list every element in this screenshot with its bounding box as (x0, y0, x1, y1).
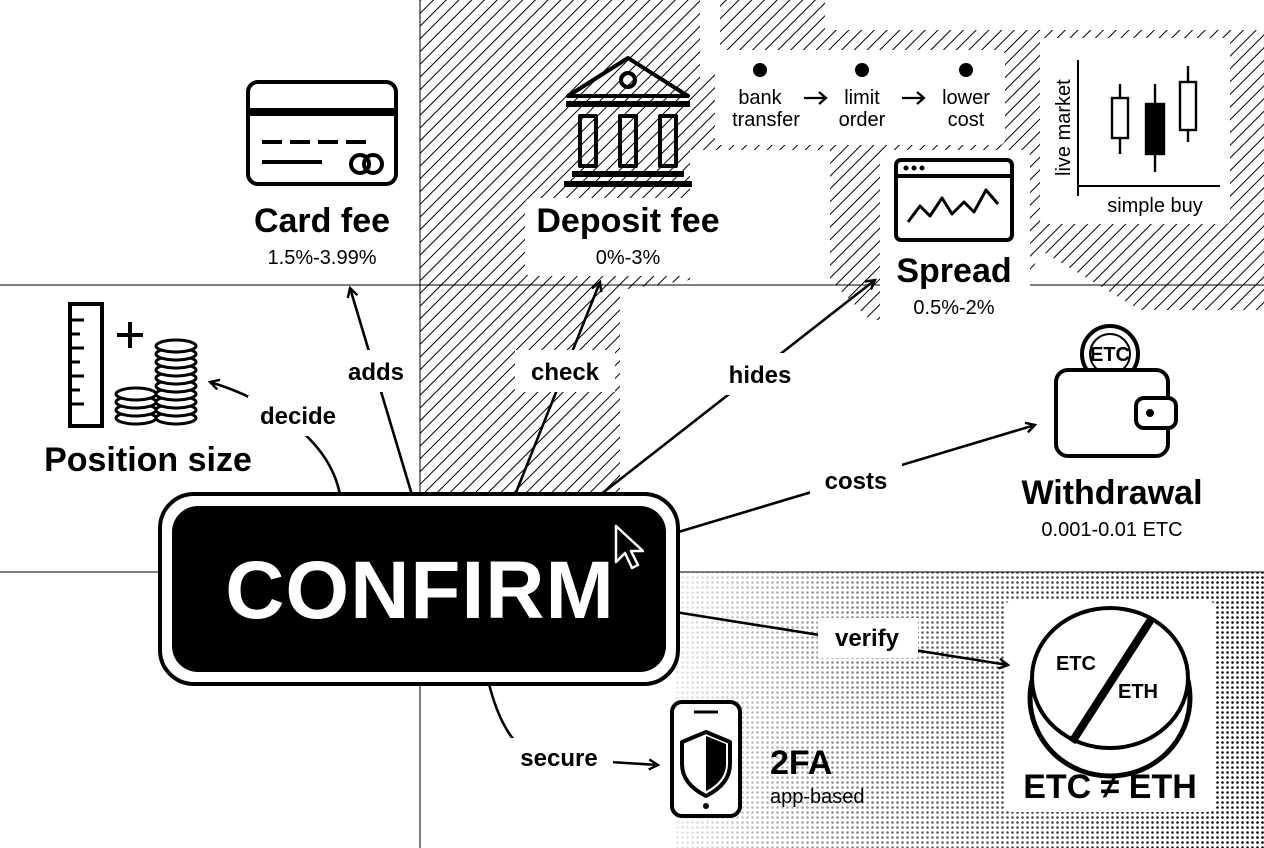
wallet-icon: ETC (1054, 324, 1178, 458)
flow-step-1-line1: bank (738, 87, 782, 109)
ruler-coins-icon (68, 302, 198, 428)
node-2fa: 2FA app-based (670, 700, 865, 818)
edge-label-costs: costs (825, 468, 888, 495)
node-spread: Spread 0.5%-2% (894, 158, 1014, 319)
confirm-button[interactable]: CONFIRM (158, 492, 680, 686)
wallet-coin-label: ETC (1090, 344, 1130, 366)
node-position-size: Position size (44, 302, 252, 479)
confirm-button-label: CONFIRM (225, 545, 615, 636)
coin-label-etc: ETC (1056, 653, 1096, 675)
etc-eth-title: ETC ≠ ETH (1023, 768, 1197, 806)
withdrawal-value: 0.001-0.01 ETC (1041, 519, 1182, 541)
no-etc-eth-icon: ETC ETH (1027, 606, 1193, 779)
node-etc-eth: ETC ETH ETC ≠ ETH (1023, 606, 1197, 806)
spread-value: 0.5%-2% (913, 297, 994, 319)
bank-icon (564, 56, 692, 187)
deposit-fee-value: 0%-3% (596, 247, 661, 269)
twofa-value: app-based (770, 786, 865, 808)
candle-chart-xlabel: simple buy (1107, 195, 1203, 217)
node-withdrawal: ETC Withdrawal 0.001-0.01 ETC (1021, 324, 1203, 541)
candle-chart: live market simple buy (1053, 60, 1220, 217)
coin-label-eth: ETH (1118, 681, 1158, 703)
flow-arrow-icon (804, 91, 926, 105)
flow-dot (753, 63, 767, 77)
chart-window-icon (894, 158, 1014, 242)
spread-title: Spread (896, 252, 1011, 290)
deposit-fee-title: Deposit fee (536, 202, 719, 240)
node-deposit-fee: Deposit fee 0%-3% (536, 56, 720, 269)
edge-label-verify: verify (835, 625, 900, 652)
flow-step-2-line2: order (839, 109, 886, 131)
flow-dot (959, 63, 973, 77)
edge-label-decide: decide (260, 403, 336, 430)
flow-step-1-line2: transfer (732, 109, 800, 131)
card-fee-value: 1.5%-3.99% (268, 247, 377, 269)
twofa-title: 2FA (770, 744, 832, 782)
withdrawal-title: Withdrawal (1021, 474, 1202, 512)
edge-labels: adds check hides decide costs verify sec… (248, 350, 918, 778)
edge-label-check: check (531, 359, 600, 386)
edge-label-adds: adds (348, 359, 404, 386)
flow-steps: bank transfer limit order lower cost (732, 63, 990, 131)
flow-step-3-line1: lower (942, 87, 990, 109)
flow-step-3-line2: cost (948, 109, 985, 131)
cursor-icon (614, 524, 645, 570)
flow-dot (855, 63, 869, 77)
flow-step-2-line1: limit (844, 87, 880, 109)
candlestick-icon (1110, 66, 1198, 172)
edge-line-secure-arrow (609, 762, 658, 765)
edge-label-hides: hides (729, 362, 792, 389)
edge-label-secure: secure (520, 745, 597, 772)
credit-card-icon (246, 80, 398, 186)
card-fee-title: Card fee (254, 202, 390, 240)
node-card-fee: Card fee 1.5%-3.99% (246, 80, 398, 269)
phone-shield-icon (670, 700, 742, 818)
candle-chart-ylabel: live market (1053, 79, 1075, 176)
position-size-title: Position size (44, 441, 252, 479)
